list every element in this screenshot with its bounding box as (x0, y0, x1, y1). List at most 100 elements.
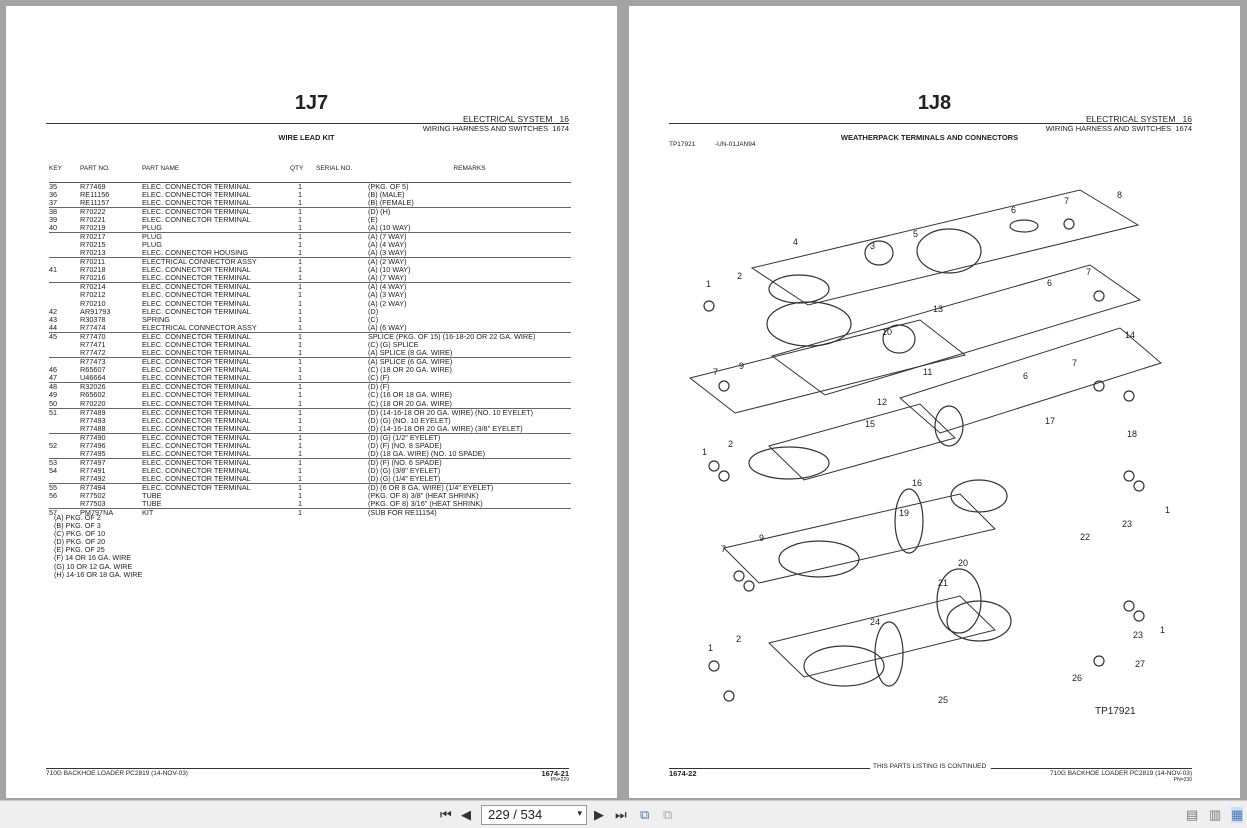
qty-cell: 1 (298, 398, 303, 408)
part-name-cell: ELEC. CONNECTOR HOUSING (142, 248, 249, 258)
last-page-icon[interactable]: ⏭ (615, 807, 627, 822)
callout-number: 6 (1011, 205, 1016, 215)
key-cell (49, 349, 80, 358)
part-number-cell: R65602 (80, 390, 106, 400)
serial-number-cell (316, 467, 368, 475)
qty-cell: 1 (286, 457, 316, 467)
tray-outline (688, 319, 967, 414)
qty-cell: 1 (298, 348, 303, 358)
key-cell: 54 (49, 466, 58, 476)
figure-title: WEATHERPACK TERMINALS AND CONNECTORS (840, 133, 1019, 142)
qty-cell: 1 (298, 222, 303, 232)
remarks-cell: (A) (6 WAY) (368, 323, 407, 332)
callout-number: 7 (721, 544, 726, 554)
single-page-view-icon[interactable]: ▤ (1186, 807, 1199, 822)
continuous-view-icon[interactable]: ▥ (1209, 807, 1222, 822)
connector-part (874, 621, 904, 687)
part-name-cell: PLUG (142, 239, 162, 249)
callout-number: 7 (1072, 358, 1077, 368)
figure-label: TP17921 (1095, 706, 1136, 717)
part-number-cell: R70217 (80, 231, 142, 241)
key-cell: 53 (49, 457, 80, 467)
serial-number-cell (316, 249, 368, 258)
callout-number: 9 (739, 361, 744, 371)
qty-cell: 1 (298, 239, 303, 249)
serial-number-cell (316, 483, 368, 493)
key-cell: 48 (49, 382, 80, 392)
callout-number: 17 (1045, 416, 1055, 426)
rotate-page-alt-icon[interactable]: ⧉ (663, 807, 673, 822)
first-page-icon[interactable]: ⏮ (440, 807, 452, 822)
remarks-cell: (A) SPLICE (8 GA. WIRE) (368, 348, 453, 358)
part-name-cell: ELEC. CONNECTOR TERMINAL (142, 298, 251, 308)
callout-number: 27 (1135, 659, 1145, 669)
connector-part (803, 645, 885, 687)
remarks-cell: (D) (G) (3/8" EYELET) (368, 466, 441, 476)
next-page-icon[interactable]: ▶ (594, 807, 604, 822)
callout-number: 14 (1125, 330, 1135, 340)
part-number-cell: R32026 (80, 382, 142, 392)
terminal-part (743, 580, 755, 592)
serial-number-cell (316, 374, 368, 383)
qty-cell: 1 (298, 499, 303, 509)
prev-page-icon[interactable]: ◀ (461, 807, 471, 822)
terminal-part (1123, 600, 1135, 612)
qty-cell: 1 (286, 206, 316, 216)
part-number-cell: R77473 (80, 357, 142, 367)
key-cell: 47 (49, 373, 58, 383)
part-number-cell: R70219 (80, 222, 106, 232)
key-cell (49, 417, 80, 425)
remarks-cell: (C) (18 OR 20 GA. WIRE) (368, 398, 452, 408)
subsection-number: 1674 (552, 124, 569, 133)
key-cell (49, 357, 80, 367)
part-name-cell: ELEC. CONNECTOR TERMINAL (142, 373, 251, 383)
chevron-down-icon[interactable]: ▾ (577, 808, 582, 818)
part-number-cell: RE11156 (80, 189, 110, 199)
column-header: SERIAL NO. (316, 156, 368, 183)
key-cell: 43 (49, 314, 58, 324)
remarks-cell: (C) (18 OR 20 GA. WIRE) (368, 365, 452, 375)
part-number-cell: R77472 (80, 348, 106, 358)
footnote: (A) PKG. OF 2 (54, 513, 101, 522)
qty-cell: 1 (298, 298, 303, 308)
rotate-page-icon[interactable]: ⧉ (640, 807, 650, 822)
callout-number: 2 (728, 439, 733, 449)
tray-outline (750, 189, 1140, 306)
connector-part (882, 324, 916, 354)
footnote: (C) PKG. OF 10 (54, 529, 106, 539)
part-name-cell: ELEC. CONNECTOR TERMINAL (142, 265, 251, 275)
remarks-cell: (C) (F) (368, 373, 390, 383)
footer-rule (46, 768, 569, 769)
part-name-cell: ELEC. CONNECTOR TERMINAL (142, 398, 251, 408)
qty-cell: 1 (286, 332, 316, 341)
page-number-input[interactable]: 229 / 534▾ (481, 805, 587, 825)
terminal-part (708, 660, 720, 672)
header-rule (669, 123, 1192, 124)
callout-number: 12 (877, 397, 887, 407)
footnote: (E) PKG. OF 25 (54, 545, 105, 555)
qty-cell: 1 (286, 432, 316, 442)
key-cell: 50 (49, 398, 58, 408)
remarks-cell: (SUB FOR RE11154) (368, 508, 571, 518)
terminal-part (1093, 380, 1105, 392)
remarks-cell: (D) (368, 306, 379, 316)
two-page-view-icon[interactable]: ▦ (1231, 807, 1244, 823)
qty-cell: 1 (286, 231, 316, 241)
key-cell (49, 241, 80, 249)
qty-cell: 1 (286, 382, 316, 392)
serial-number-cell (316, 332, 368, 341)
part-number-cell: R77488 (80, 423, 106, 433)
section-name: ELECTRICAL SYSTEM (1086, 114, 1176, 124)
